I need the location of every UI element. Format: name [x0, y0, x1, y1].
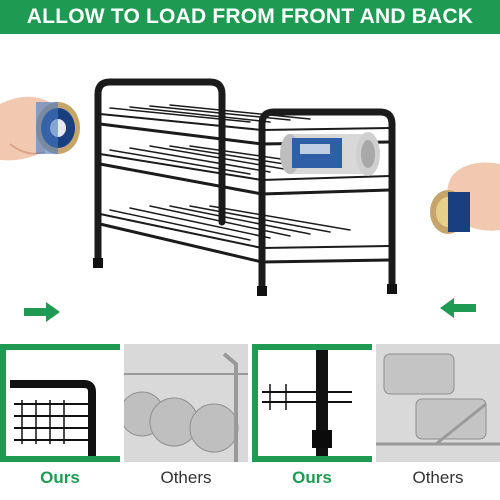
headline-text: ALLOW TO LOAD FROM FRONT AND BACK — [26, 5, 474, 28]
ours-thumbnail-1 — [0, 344, 120, 462]
middle-shelf-cans — [280, 132, 380, 176]
arrow-left-icon — [440, 298, 476, 318]
comparison-panel-2: Ours Others — [252, 344, 500, 496]
others-label-1: Others — [160, 468, 212, 487]
comparison-panel-1: Ours Others — [0, 344, 248, 496]
right-can-image — [430, 190, 470, 234]
others-label-2: Others — [412, 468, 464, 487]
can-rack — [94, 78, 396, 296]
others-thumbnail-1 — [124, 344, 248, 462]
headline-banner: ALLOW TO LOAD FROM FRONT AND BACK — [0, 0, 500, 34]
left-can-image — [36, 102, 80, 154]
ours-label-1: Ours — [40, 468, 80, 487]
arrow-right-icon — [24, 302, 60, 322]
ours-label-2: Ours — [292, 468, 332, 487]
others-thumbnail-2 — [376, 344, 500, 462]
ours-thumbnail-2 — [252, 344, 372, 462]
product-illustration — [0, 78, 500, 296]
